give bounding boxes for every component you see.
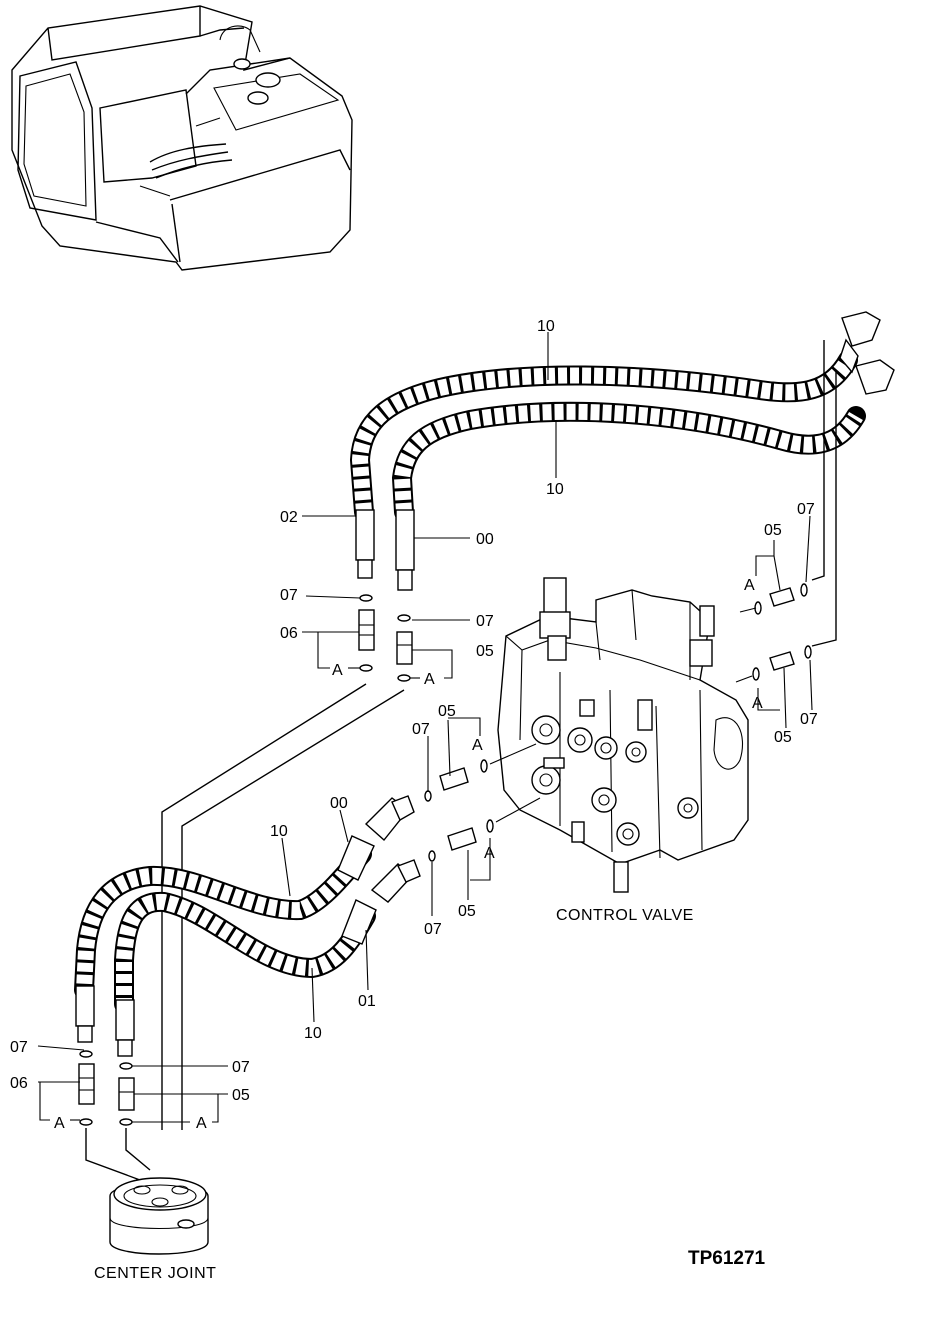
callout-label: 02: [280, 509, 298, 526]
callout-label: 06: [10, 1075, 28, 1092]
callout-label: 00: [476, 531, 494, 548]
control-valve: [497, 577, 749, 893]
callout-label: 07: [232, 1059, 250, 1076]
valve-right-fittings: [735, 583, 812, 683]
callout-label: 05: [458, 903, 476, 920]
callout-label: 10: [304, 1025, 322, 1042]
callout-label: 07: [10, 1039, 28, 1056]
callout-label: 07: [476, 613, 494, 630]
callout-label: 07: [800, 711, 818, 728]
callout-label: 00: [330, 795, 348, 812]
callout-label: 05: [438, 703, 456, 720]
callout-label: A: [332, 662, 343, 679]
callout-label: 05: [232, 1087, 250, 1104]
center-joint: [109, 1177, 209, 1255]
leader-lines: [37, 332, 813, 1123]
callout-label: A: [484, 845, 495, 862]
drawing-code: TP61271: [688, 1248, 766, 1269]
control-valve-caption: CONTROL VALVE: [556, 907, 694, 924]
upper-hose-routes: [349, 311, 895, 522]
lower-hose-end-fittings: [75, 985, 151, 1181]
valve-left-fittings: [424, 743, 541, 862]
callout-label: 07: [280, 587, 298, 604]
upper-hose-end-fittings: [355, 509, 415, 682]
callout-label: 07: [424, 921, 442, 938]
callout-label: 10: [270, 823, 288, 840]
callout-label: A: [472, 737, 483, 754]
callout-label: 06: [280, 625, 298, 642]
callout-label: A: [196, 1115, 207, 1132]
callout-label: 07: [412, 721, 430, 738]
callout-label: 05: [774, 729, 792, 746]
leader-runs-right: [811, 340, 837, 647]
callout-label: 10: [546, 481, 564, 498]
callout-label: 05: [764, 522, 782, 539]
excavator-cab-inset: [11, 5, 353, 271]
callout-label: A: [744, 577, 755, 594]
callout-label: 01: [358, 993, 376, 1010]
callouts: 10 10 02 00 07 07 06 05 A A 05 07 A A 05…: [10, 318, 818, 1132]
callout-label: 07: [797, 501, 815, 518]
lower-hose-routes: [74, 795, 421, 1014]
pipe-runs-to-center-joint: [161, 683, 405, 1130]
callout-label: 05: [476, 643, 494, 660]
callout-label: A: [424, 671, 435, 688]
callout-label: A: [54, 1115, 65, 1132]
center-joint-caption: CENTER JOINT: [94, 1265, 216, 1282]
callout-label: 10: [537, 318, 555, 335]
callout-label: A: [752, 695, 763, 712]
